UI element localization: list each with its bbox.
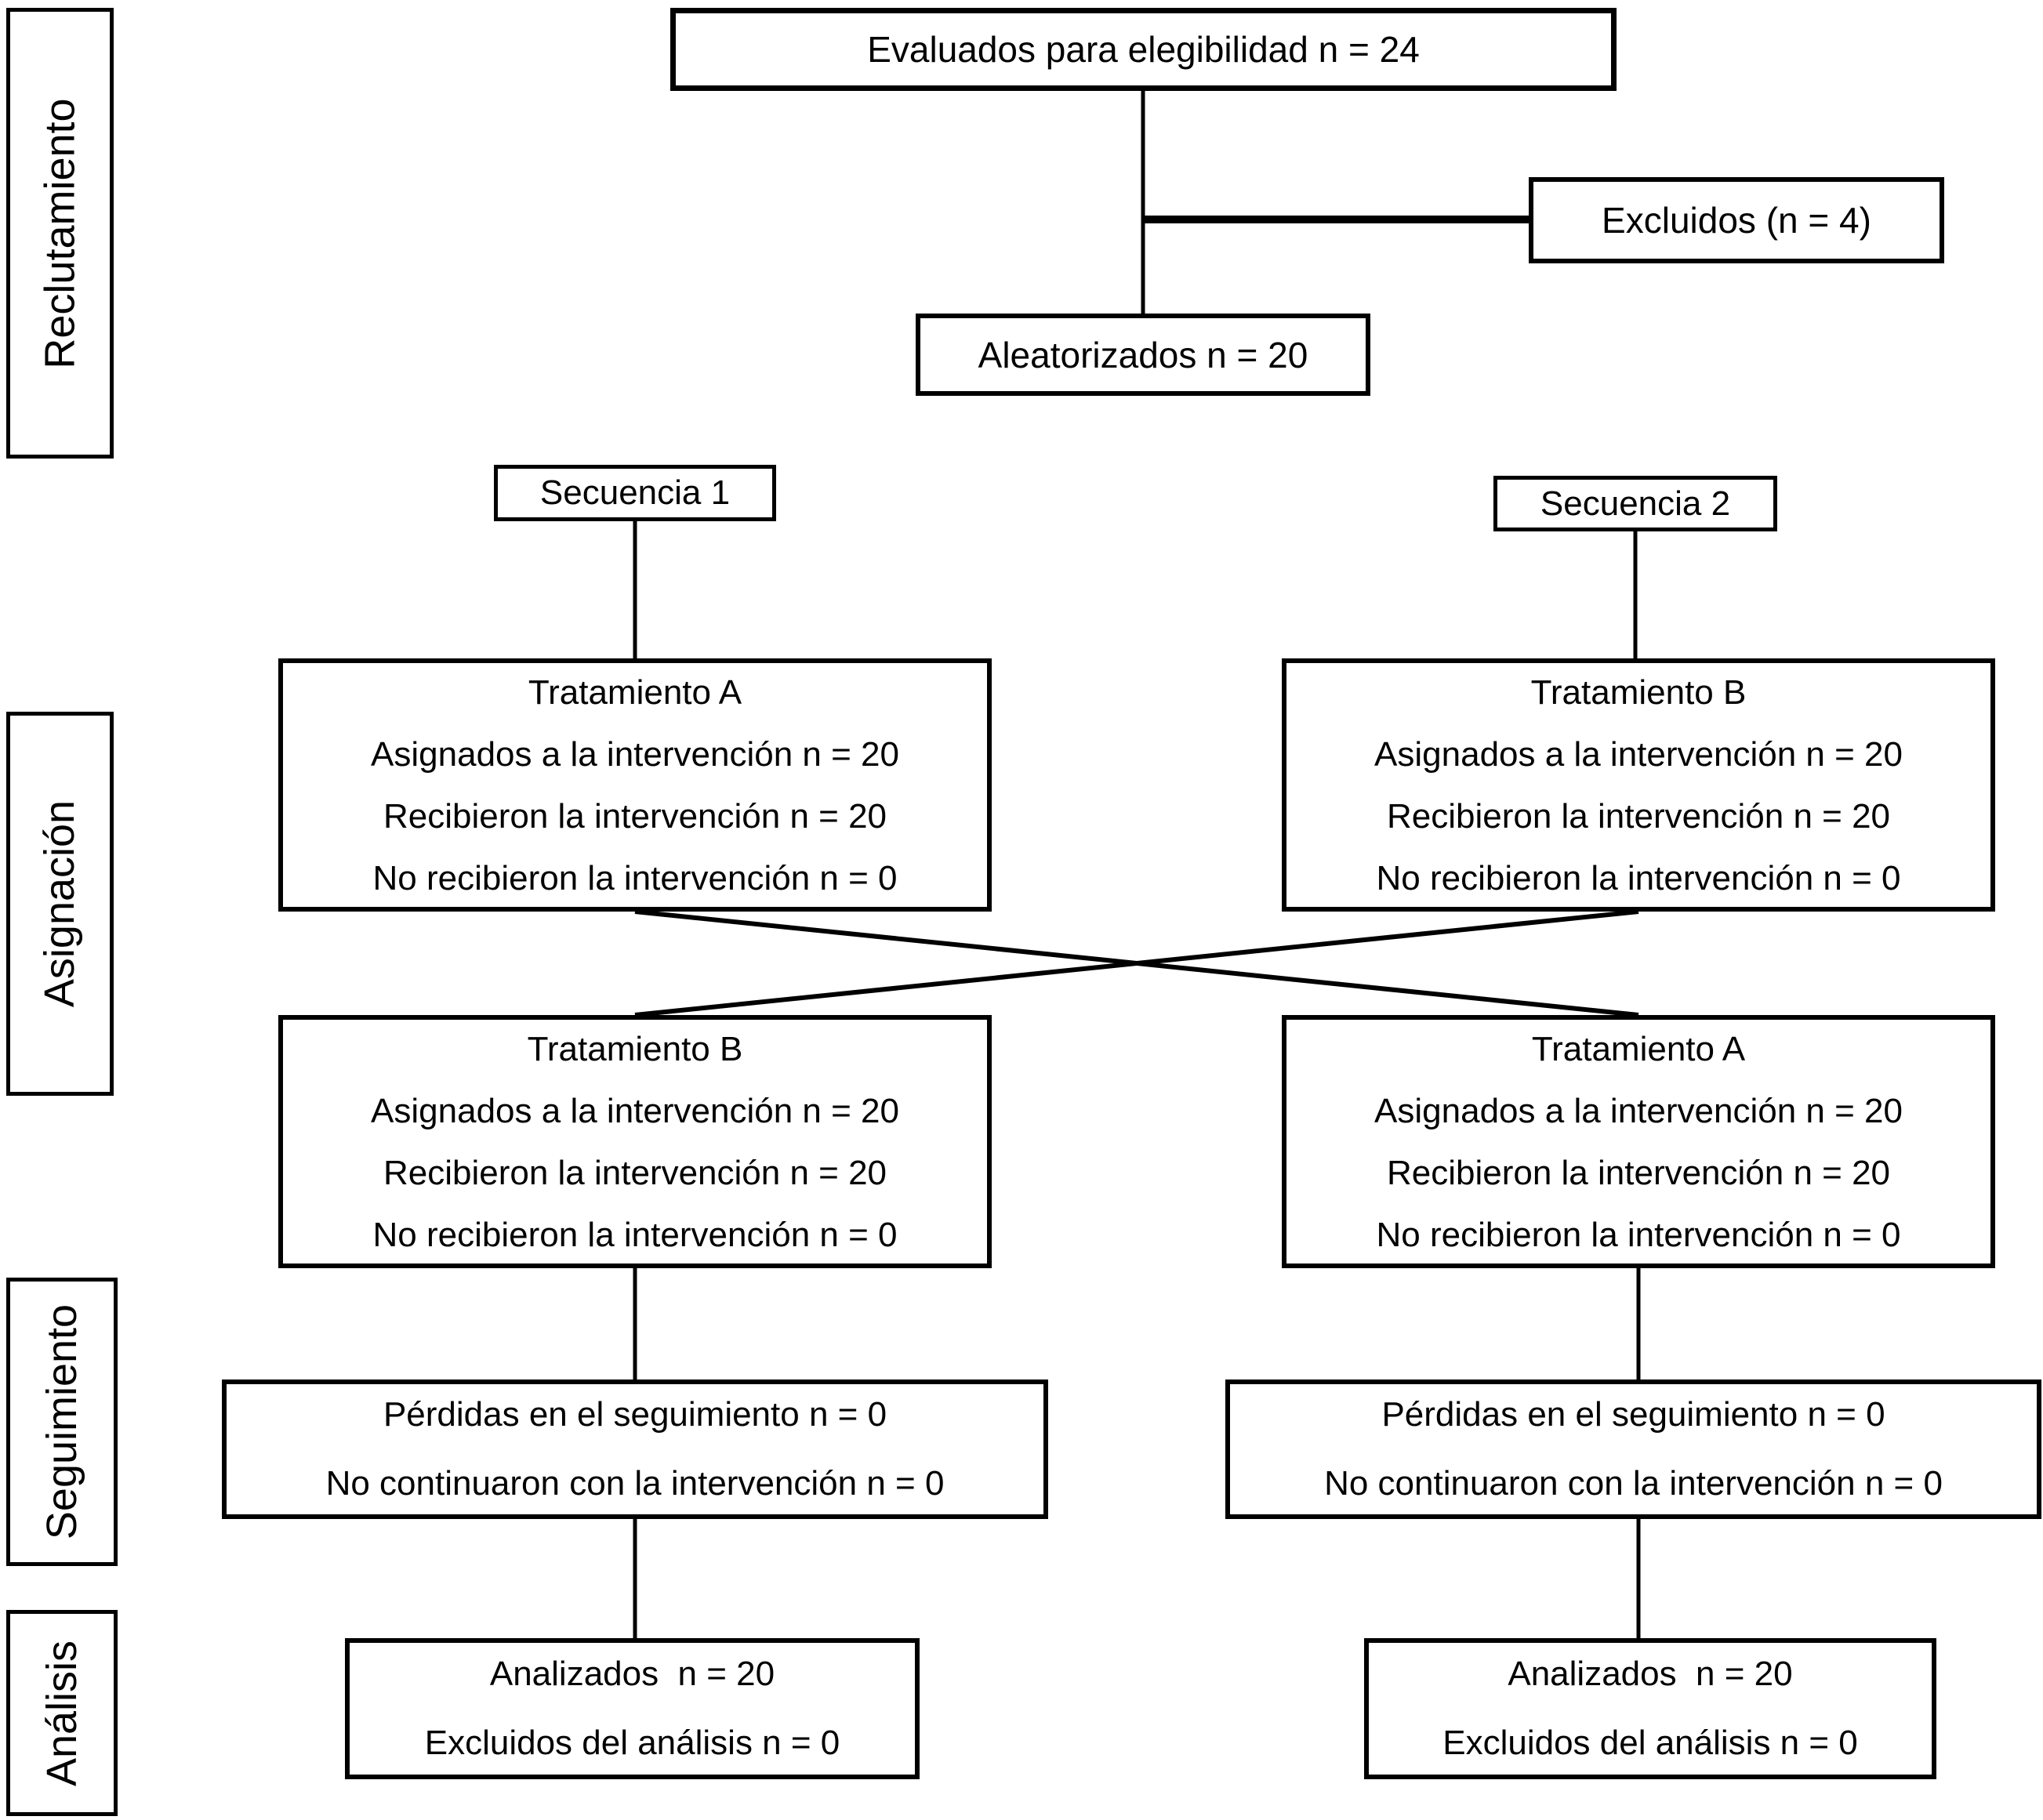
seq1-analysis-box: Analizados n = 20 Excluidos del análisis… <box>345 1638 920 1779</box>
seq2-period1-assigned: Asignados a la intervención n = 20 <box>1374 734 1903 774</box>
excluded-box: Excluidos (n = 4) <box>1529 177 1944 263</box>
seq2-followup-discontinued: No continuaron con la intervención n = 0 <box>1324 1464 1943 1503</box>
seq1-analysis-analyzed: Analizados n = 20 <box>489 1655 775 1693</box>
seq1-period2-box: Tratamiento B Asignados a la intervenció… <box>278 1015 992 1268</box>
connector-crossover-right-to-left <box>634 909 1639 1017</box>
excluded-text: Excluidos (n = 4) <box>1602 200 1871 241</box>
seq1-analysis-excluded: Excluidos del análisis n = 0 <box>424 1724 840 1762</box>
randomized-box: Aleatorizados n = 20 <box>916 314 1370 396</box>
seq2-analysis-analyzed: Analizados n = 20 <box>1508 1655 1793 1693</box>
sequence2-box: Secuencia 2 <box>1493 476 1777 531</box>
stage-label-reclutamiento: Reclutamiento <box>6 8 114 459</box>
stage-label-seguimiento-text: Seguimiento <box>38 1303 86 1540</box>
seq1-followup-discontinued: No continuaron con la intervención n = 0 <box>325 1464 945 1503</box>
seq1-period2-assigned: Asignados a la intervención n = 20 <box>371 1091 899 1130</box>
seq1-period1-title: Tratamiento A <box>528 673 742 712</box>
seq1-period2-title: Tratamiento B <box>527 1029 743 1068</box>
seq1-period1-assigned: Asignados a la intervención n = 20 <box>371 734 899 774</box>
seq2-period1-box: Tratamiento B Asignados a la intervenció… <box>1282 658 1995 912</box>
seq2-period2-received: Recibieron la intervención n = 20 <box>1386 1153 1891 1192</box>
randomized-text: Aleatorizados n = 20 <box>978 334 1308 375</box>
seq2-period2-title: Tratamiento A <box>1531 1029 1746 1068</box>
seq1-period2-received: Recibieron la intervención n = 20 <box>383 1153 887 1192</box>
seq2-followup-losses: Pérdidas en el seguimiento n = 0 <box>1381 1395 1885 1434</box>
seq2-followup-box: Pérdidas en el seguimiento n = 0 No cont… <box>1225 1380 2041 1519</box>
seq2-analysis-excluded: Excluidos del análisis n = 0 <box>1442 1724 1858 1762</box>
seq2-period2-box: Tratamiento A Asignados a la intervenció… <box>1282 1015 1995 1268</box>
stage-label-reclutamiento-text: Reclutamiento <box>36 97 84 369</box>
seq2-period1-not-received: No recibieron la intervención n = 0 <box>1376 858 1901 897</box>
sequence1-box: Secuencia 1 <box>494 465 776 521</box>
stage-label-analisis-text: Análisis <box>38 1640 86 1786</box>
sequence1-text: Secuencia 1 <box>539 473 731 512</box>
seq1-followup-box: Pérdidas en el seguimiento n = 0 No cont… <box>222 1380 1048 1519</box>
seq2-period1-received: Recibieron la intervención n = 20 <box>1386 796 1891 836</box>
eligibility-text: Evaluados para elegibilidad n = 24 <box>867 29 1420 70</box>
stage-label-asignacion: Asignación <box>6 712 114 1096</box>
seq1-period1-box: Tratamiento A Asignados a la intervenció… <box>278 658 992 912</box>
sequence2-text: Secuencia 2 <box>1540 484 1731 523</box>
eligibility-box: Evaluados para elegibilidad n = 24 <box>670 8 1617 91</box>
stage-label-analisis: Análisis <box>6 1610 118 1816</box>
seq2-analysis-box: Analizados n = 20 Excluidos del análisis… <box>1364 1638 1936 1779</box>
seq2-period2-assigned: Asignados a la intervención n = 20 <box>1374 1091 1903 1130</box>
seq1-followup-losses: Pérdidas en el seguimiento n = 0 <box>383 1395 887 1434</box>
seq1-period1-received: Recibieron la intervención n = 20 <box>383 796 887 836</box>
seq1-period2-not-received: No recibieron la intervención n = 0 <box>372 1215 898 1254</box>
seq2-period2-not-received: No recibieron la intervención n = 0 <box>1376 1215 1901 1254</box>
seq1-period1-not-received: No recibieron la intervención n = 0 <box>372 858 898 897</box>
seq2-period1-title: Tratamiento B <box>1530 673 1747 712</box>
stage-label-seguimiento: Seguimiento <box>6 1278 118 1566</box>
stage-label-asignacion-text: Asignación <box>36 799 84 1008</box>
